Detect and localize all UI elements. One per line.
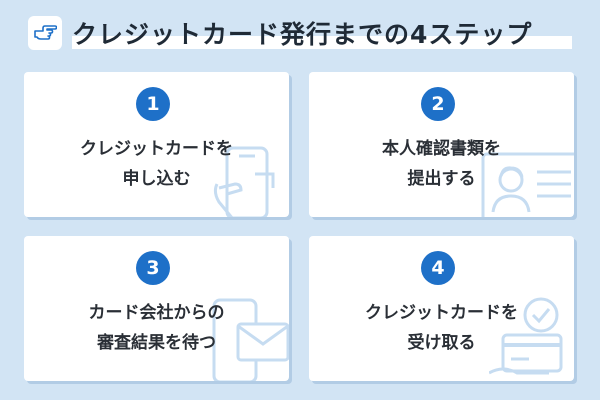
step-4-line-1: クレジットカードを	[365, 303, 518, 323]
step-3-line-2: 審査結果を待つ	[97, 333, 216, 353]
step-card-3: 3 カード会社からの 審査結果を待つ	[24, 236, 289, 381]
step-number-4: 4	[421, 251, 455, 285]
pointing-hand-icon	[28, 16, 62, 50]
step-1-line-2: 申し込む	[122, 169, 191, 189]
step-2-line-2: 提出する	[407, 169, 476, 189]
phone-hand-icon	[213, 146, 275, 217]
step-card-2: 2 本人確認書類を 提出する	[309, 72, 574, 217]
step-text-1: クレジットカードを 申し込む	[24, 134, 289, 194]
step-number-3: 3	[136, 251, 170, 285]
page-title: クレジットカード発行までの4ステップ	[72, 20, 533, 49]
step-card-1: 1 クレジットカードを 申し込む	[24, 72, 289, 217]
step-card-4: 4 クレジットカードを 受け取る	[309, 236, 574, 381]
step-number-1: 1	[136, 87, 170, 121]
card-check-icon	[489, 297, 563, 375]
step-4-line-2: 受け取る	[407, 333, 476, 353]
mail-phone-icon	[212, 298, 289, 381]
step-text-3: カード会社からの 審査結果を待つ	[24, 298, 289, 358]
step-text-4: クレジットカードを 受け取る	[309, 298, 574, 358]
title-highlight	[72, 36, 572, 49]
step-1-line-1: クレジットカードを	[80, 139, 233, 159]
step-3-line-1: カード会社からの	[88, 303, 225, 323]
step-2-line-1: 本人確認書類を	[382, 139, 501, 159]
step-text-2: 本人確認書類を 提出する	[309, 134, 574, 194]
id-card-icon	[481, 152, 574, 217]
page-header: クレジットカード発行までの4ステップ	[28, 14, 573, 52]
step-number-2: 2	[421, 87, 455, 121]
